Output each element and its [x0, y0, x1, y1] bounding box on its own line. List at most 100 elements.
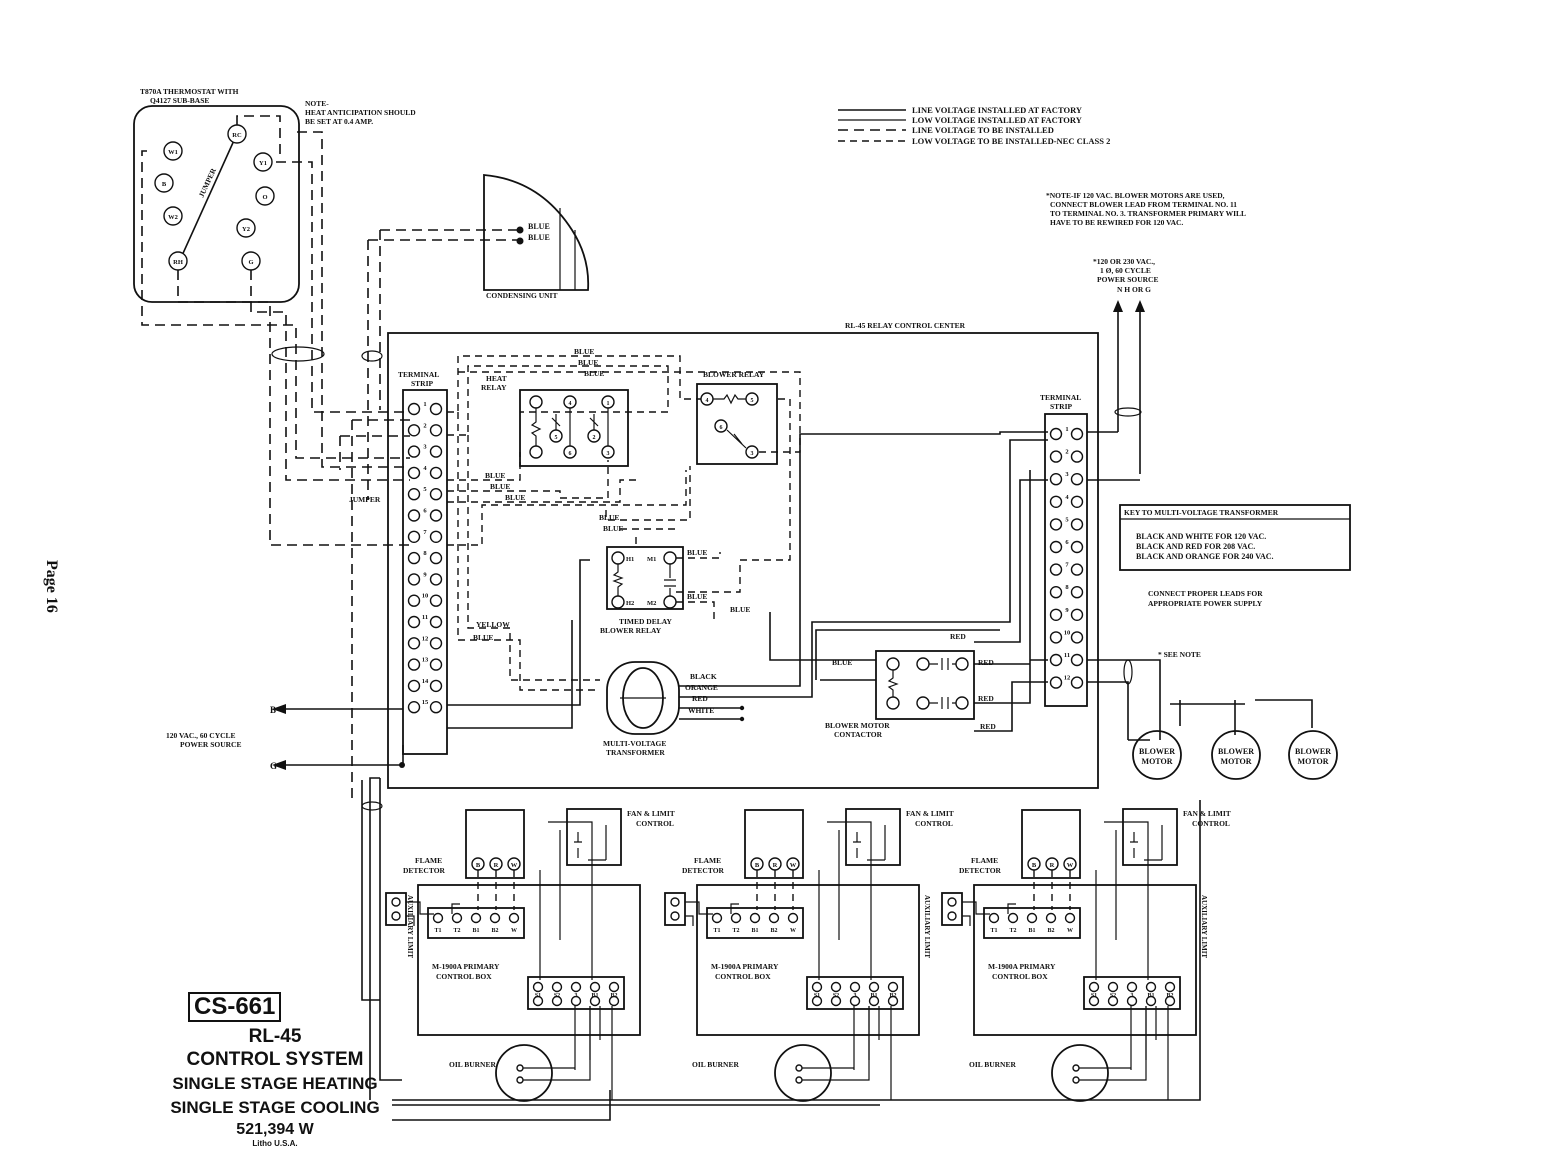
primary-label-1: M-1900A PRIMARY: [432, 962, 500, 971]
svg-text:B1: B1: [751, 928, 758, 934]
terminal-right-2: [1049, 450, 1063, 463]
thermostat-caption-1: T870A THERMOSTAT WITH: [140, 87, 239, 96]
terminal-right-number: 3: [1065, 471, 1069, 478]
page-number: Page 16: [43, 560, 60, 613]
terminal-right-9-b: [1070, 608, 1084, 621]
svg-text:W: W: [1067, 862, 1074, 869]
multi-voltage-transformer: MULTI-VOLTAGE TRANSFORMER BLACK ORANGE R…: [603, 661, 745, 757]
terminal-left-number: 6: [423, 508, 427, 515]
wire-blue-9: BLUE: [687, 548, 707, 557]
svg-text:T2: T2: [1009, 928, 1016, 934]
svg-text:B2: B2: [770, 928, 777, 934]
transformer-lead-black: BLACK: [690, 672, 717, 681]
svg-text:B1: B1: [591, 993, 598, 999]
cable-tie: [361, 350, 383, 362]
power-left-1: 120 VAC., 60 CYCLE: [166, 731, 236, 740]
terminal-left-11: [407, 615, 421, 629]
terminal-left-number: 9: [423, 571, 427, 578]
legend-item-3: LINE VOLTAGE TO BE INSTALLED: [912, 125, 1054, 135]
power-left-b: B: [270, 705, 276, 715]
terminal-left-number: 10: [422, 593, 429, 600]
top-terminal-block: [427, 907, 525, 939]
terminal-right-10-b: [1070, 631, 1084, 644]
terminal-right-number: 4: [1065, 494, 1069, 501]
cable-tie: [271, 346, 325, 362]
heat-relay-label-1: HEAT: [486, 374, 507, 383]
title-line-6: Litho U.S.A.: [252, 1139, 298, 1148]
primary-control-box: [696, 884, 920, 1036]
note-right-4: HAVE TO BE REWIRED FOR 120 VAC.: [1050, 218, 1183, 227]
left-power-source: B G 120 VAC., 60 CYCLE POWER SOURCE: [166, 704, 1201, 1121]
flame-detector: [1021, 809, 1081, 879]
wire-blue-6: BLUE: [505, 493, 525, 502]
flame-detector: [465, 809, 525, 879]
thermostat-caption-2: Q4127 SUB-BASE: [150, 96, 209, 105]
blower-relay: BLOWER RELAY 4 5 6 3: [696, 370, 778, 465]
terminal-rc-label: RC: [232, 132, 242, 139]
power-right-2: 1 Ø, 60 CYCLE: [1100, 266, 1151, 275]
terminal-left-3: [407, 445, 421, 458]
terminal-left-2-b: [429, 424, 443, 437]
terminal-left-15: [407, 701, 421, 714]
terminal-right-number: 8: [1065, 584, 1069, 591]
transformer-label-2: TRANSFORMER: [606, 748, 665, 757]
flame-label-1: FLAME: [694, 856, 721, 865]
terminal-y1-label: Y1: [259, 160, 267, 167]
terminal-y2-label: Y2: [242, 226, 250, 233]
auxiliary-limit: [664, 892, 686, 926]
primary-control-box: [973, 884, 1197, 1036]
note-right-1: *NOTE-IF 120 VAC. BLOWER MOTORS ARE USED…: [1046, 191, 1225, 200]
svg-text:S2: S2: [833, 993, 839, 999]
key-title: KEY TO MULTI-VOLTAGE TRANSFORMER: [1124, 508, 1279, 517]
fan-limit-control: [845, 808, 901, 866]
terminal-left-number: 13: [422, 657, 429, 664]
heat-relay-t3: 3: [607, 451, 610, 457]
fan-limit-label-2: CONTROL: [636, 819, 674, 828]
condensing-unit-outline: [483, 174, 590, 291]
terminal-left-1-b: [429, 402, 443, 416]
terminal-right-10: [1049, 631, 1063, 644]
timed-delay-relay: H1 M1 H2 M2 TIMED DELAY BLOWER RELAY: [600, 546, 684, 635]
timed-delay-h2: H2: [626, 600, 634, 607]
key-box: [1119, 504, 1351, 571]
heat-relay-body: [519, 389, 629, 467]
terminal-strip-right-body: [1044, 413, 1088, 707]
terminal-left-4-b: [429, 466, 443, 480]
svg-text:R: R: [494, 862, 499, 869]
relay-center-outline: [387, 332, 1099, 789]
terminal-left-7: [407, 530, 421, 543]
wire-blue-1: BLUE: [574, 347, 594, 356]
drawing-code: CS-661: [188, 992, 282, 1022]
legend-item-1: LINE VOLTAGE INSTALLED AT FACTORY: [912, 105, 1082, 115]
terminal-right-5-b: [1070, 518, 1084, 531]
key-line-2: BLACK AND RED FOR 208 VAC.: [1136, 542, 1255, 551]
terminal-strip-left: TERMINAL STRIP JUMPER 123456789101112131…: [349, 370, 448, 755]
auxiliary-limit: [941, 892, 963, 926]
heat-relay-t2: 2: [593, 435, 596, 441]
terminal-left-4: [407, 466, 421, 480]
fan-limit-label-2: CONTROL: [915, 819, 953, 828]
wire-blue-11: BLUE: [730, 605, 750, 614]
wire-blue-7: BLUE: [599, 513, 619, 522]
svg-text:W: W: [511, 928, 517, 934]
blower-motor-1-label-2: MOTOR: [1142, 757, 1173, 766]
terminal-w2-label: W2: [168, 214, 178, 221]
wire-red-2: RED: [978, 658, 994, 667]
terminal-y2: [236, 218, 256, 238]
aux-limit-label: AUXILIARY LIMIT: [406, 895, 414, 958]
wire-blue-12: BLUE: [473, 633, 493, 642]
terminal-left-14: [407, 679, 421, 693]
see-note: * SEE NOTE: [1158, 650, 1201, 659]
heat-relay-t6: 6: [569, 451, 572, 457]
connect-note-2: APPROPRIATE POWER SUPPLY: [1148, 599, 1263, 608]
flame-detector: [744, 809, 804, 879]
wire-yellow: YELLOW: [476, 620, 510, 629]
blower-motor-2: [1211, 730, 1261, 780]
svg-text:B: B: [755, 862, 760, 869]
terminal-left-7-b: [429, 530, 443, 543]
terminal-right-3: [1049, 473, 1063, 486]
terminal-b-label: B: [162, 181, 167, 188]
note-right-2: CONNECT BLOWER LEAD FROM TERMINAL NO. 11: [1050, 200, 1237, 209]
fan-limit-label-1: FAN & LIMIT: [1183, 809, 1231, 818]
svg-text:B2: B2: [889, 993, 896, 999]
